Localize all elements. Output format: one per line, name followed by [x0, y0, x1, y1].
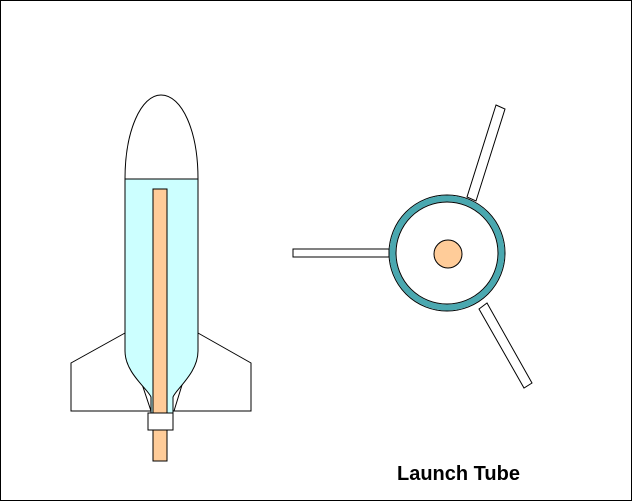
- bottle-ring-band: [389, 195, 505, 311]
- launch-tube: [152, 188, 168, 462]
- rocket-top-view: [292, 104, 533, 389]
- nozzle-collar: [147, 412, 174, 431]
- top-fin-left: [292, 248, 390, 258]
- nose-cone: [124, 94, 199, 180]
- top-fin-lower: [478, 302, 533, 389]
- launch-tube-label: Launch Tube: [397, 463, 520, 485]
- launch-tube-top: [433, 239, 463, 269]
- rocket-side-view: [70, 94, 252, 462]
- top-fin-upper: [466, 104, 506, 202]
